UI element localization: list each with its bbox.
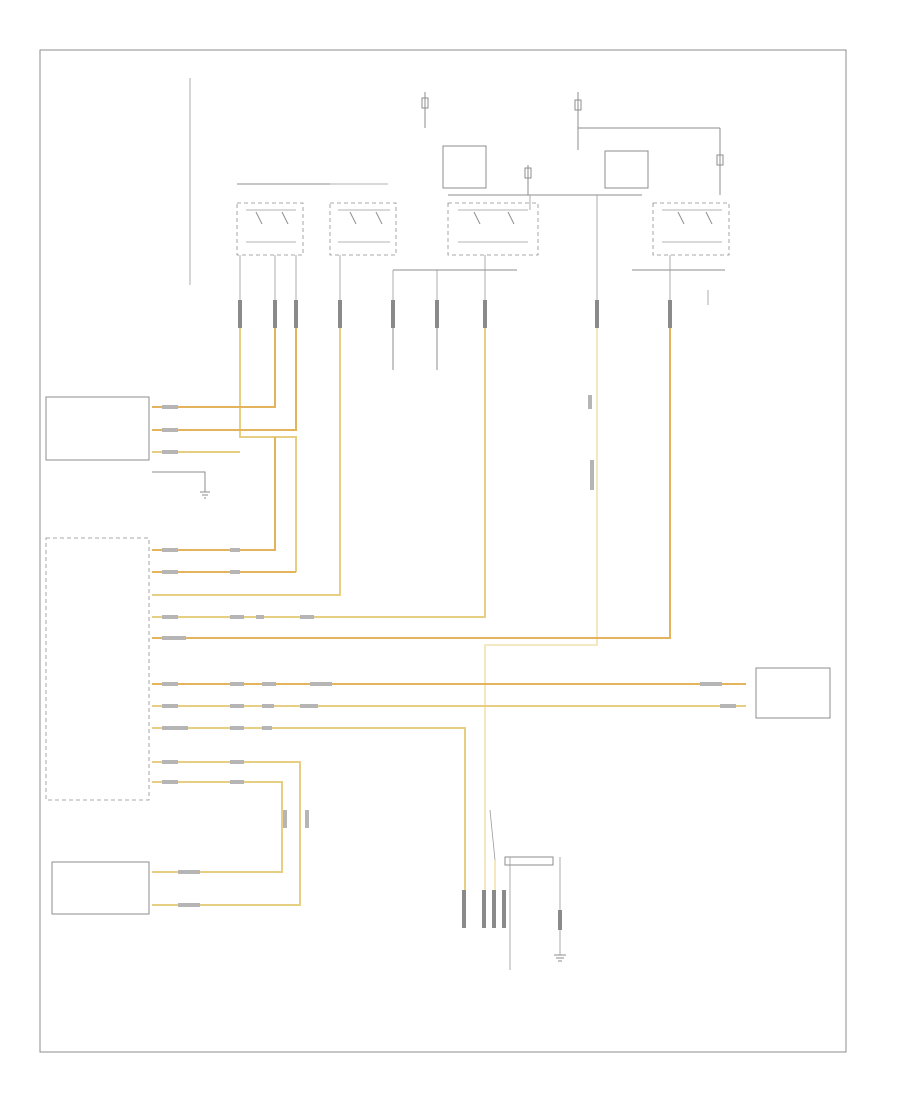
switch-1-contact-b: [281, 211, 289, 225]
relay-a-box: [442, 145, 487, 189]
ground-stubs: [392, 328, 438, 370]
switch-4-housing: [652, 202, 730, 256]
fuse-b-symbol: [574, 99, 582, 111]
upper-left-ground-wire: [152, 471, 206, 492]
switch-group-1: [236, 202, 304, 256]
wire-3: [152, 328, 297, 431]
lower-left-component: [51, 861, 150, 915]
wire-2: [152, 328, 276, 408]
switch-group-3: [447, 202, 539, 256]
switch-group-4: [652, 202, 730, 256]
switch-group-2: [329, 202, 397, 256]
switch-3-contact: [473, 211, 481, 225]
switch-3-contact-b: [507, 211, 515, 225]
right-component-box: [755, 667, 831, 719]
center-module: [45, 537, 150, 801]
wire-15: [152, 781, 283, 873]
wire-7: [152, 328, 671, 639]
switch-output-wires: [239, 195, 709, 305]
bottom-connector: [462, 809, 566, 970]
wire-6: [484, 328, 598, 890]
switch-2-contact: [349, 211, 357, 225]
lower-left-box: [51, 861, 150, 915]
switch-2-housing: [329, 202, 397, 256]
wiring-harness: [152, 328, 746, 906]
switch-4-contact-b: [705, 211, 713, 225]
wire-label-pads: [162, 395, 736, 907]
bottom-connector-bracket: [504, 856, 554, 866]
ground-icon: [554, 954, 566, 962]
upper-left-module: [45, 396, 210, 499]
diagram-frame: [39, 49, 847, 1053]
fuse-c-symbol: [716, 154, 724, 166]
switch-1-housing: [236, 202, 304, 256]
connector-ticks: [238, 300, 672, 328]
ground-icon: [200, 491, 210, 499]
wire-14: [152, 761, 301, 906]
wire-9: [152, 437, 276, 551]
switch-4-contact: [677, 211, 685, 225]
switch-2-contact-b: [375, 211, 383, 225]
wire-4: [152, 328, 341, 596]
supply-section: [237, 92, 725, 271]
switch-3-housing: [447, 202, 539, 256]
fuse-a-symbol: [421, 97, 429, 109]
fuse-d-symbol: [524, 167, 532, 179]
right-component: [755, 667, 831, 719]
wire-1: [239, 328, 297, 572]
wire-13: [152, 727, 466, 890]
switch-1-contact: [255, 211, 263, 225]
upper-left-module-box: [45, 396, 150, 461]
relay-b-box: [604, 150, 649, 189]
center-module-box: [45, 537, 150, 801]
